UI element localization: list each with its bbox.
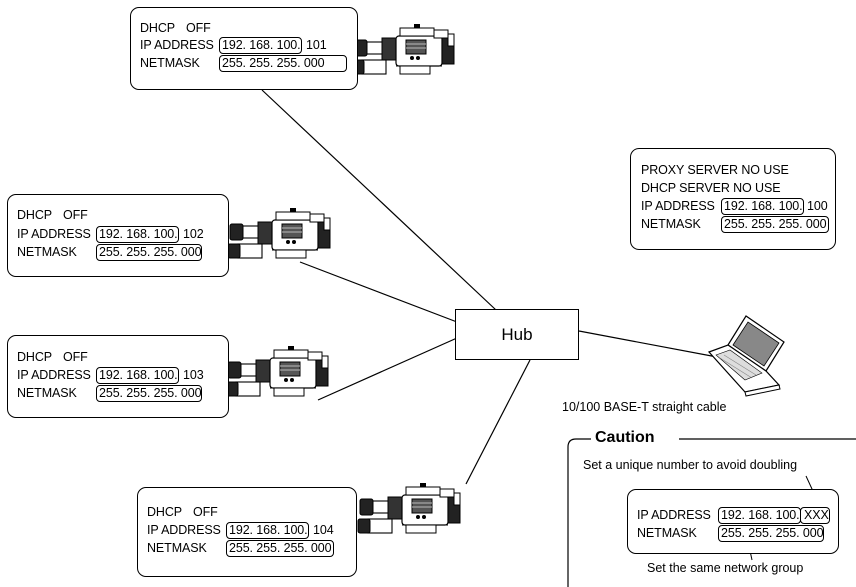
netmask-value: 255. 255. 255. 000: [222, 56, 325, 70]
ip-label: IP ADDRESS: [637, 508, 711, 522]
netmask-label: NETMASK: [147, 541, 207, 555]
camera-4-drawing: [357, 482, 461, 534]
netmask-box: [96, 244, 202, 261]
netmask-label: NETMASK: [17, 245, 77, 259]
netmask-value: 255. 255. 255. 000: [99, 245, 202, 259]
ip-label: IP ADDRESS: [641, 199, 715, 213]
ip-prefix: 192. 168. 100.: [229, 523, 308, 537]
ip-address-box: [96, 367, 179, 384]
camera-1-drawing: [351, 23, 455, 75]
ip-label: IP ADDRESS: [140, 38, 214, 52]
dhcp-value: OFF: [63, 208, 88, 222]
camera-2-settings: DHCP OFF IP ADDRESS 192. 168. 100. 102 N…: [7, 194, 229, 277]
ip-prefix: 192. 168. 100.: [724, 199, 803, 213]
laptop-drawing: [707, 315, 785, 397]
netmask-label: NETMASK: [17, 386, 77, 400]
unique-number-note: Set a unique number to avoid doubling: [583, 458, 798, 472]
pc-settings: PROXY SERVER NO USE DHCP SERVER NO USE I…: [630, 148, 836, 250]
netmask-box: [226, 540, 334, 557]
dhcp-label: DHCP: [17, 350, 53, 364]
ip-label: IP ADDRESS: [17, 227, 91, 241]
ip-address-box: [226, 522, 309, 539]
ip-suffix: 102: [183, 227, 204, 241]
ip-address-box: [219, 37, 302, 54]
netmask-label: NETMASK: [637, 526, 697, 540]
hub-label: Hub: [501, 324, 533, 344]
netmask-label: NETMASK: [140, 56, 200, 70]
ip-suffix: 101: [306, 38, 327, 52]
dhcp-label: DHCP: [17, 208, 53, 222]
dhcp-label: DHCP: [140, 21, 176, 35]
cable-camera-3: [317, 337, 458, 401]
dhcp-value: OFF: [186, 21, 211, 35]
camera-3-drawing: [225, 345, 329, 397]
netmask-value: 255. 255. 255. 000: [724, 217, 827, 231]
caution-title: Caution: [591, 429, 659, 447]
ip-suffix: 100: [807, 199, 828, 213]
camera-3-settings: DHCP OFF IP ADDRESS 192. 168. 100. 103 N…: [7, 335, 229, 418]
netmask-label: NETMASK: [641, 217, 701, 231]
ip-address-box: [721, 198, 804, 215]
dhcp-label: DHCP: [147, 505, 183, 519]
ip-suffix: 104: [313, 523, 334, 537]
camera-1-settings: DHCP OFF IP ADDRESS 192. 168. 100. 101 N…: [130, 7, 358, 90]
netmask-box: [721, 216, 829, 233]
cable-camera-1: [261, 89, 497, 311]
cable-caption: 10/100 BASE-T straight cable: [562, 400, 727, 414]
ip-address-box: [96, 226, 179, 243]
dhcp-value: OFF: [193, 505, 218, 519]
camera-4-settings: DHCP OFF IP ADDRESS 192. 168. 100. 104 N…: [137, 487, 357, 577]
ip-prefix: 192. 168. 100.: [222, 38, 301, 52]
caution-frame: [567, 438, 593, 587]
hub-box: Hub: [455, 309, 579, 360]
netmask-box: [219, 55, 347, 72]
ip-prefix: 192. 168. 100.: [99, 368, 178, 382]
cable-camera-4: [465, 359, 531, 485]
cable-laptop: [578, 330, 718, 358]
ip-suffix-box: [800, 507, 830, 524]
cable-camera-2: [299, 261, 458, 323]
same-network-note: Set the same network group: [647, 561, 804, 575]
netmask-value: 255. 255. 255. 000: [229, 541, 332, 555]
netmask-box: [718, 525, 824, 542]
ip-suffix: XXX: [804, 508, 829, 522]
netmask-value: 255. 255. 255. 000: [99, 386, 202, 400]
ip-prefix: 192. 168. 100.: [721, 508, 800, 522]
ip-label: IP ADDRESS: [17, 368, 91, 382]
dhcp-value: OFF: [63, 350, 88, 364]
ip-prefix: 192. 168. 100.: [99, 227, 178, 241]
ip-label: IP ADDRESS: [147, 523, 221, 537]
netmask-value: 255. 255. 255. 000: [721, 526, 824, 540]
proxy-server-setting: PROXY SERVER NO USE: [641, 163, 789, 177]
ip-suffix: 103: [183, 368, 204, 382]
dhcp-server-setting: DHCP SERVER NO USE: [641, 181, 781, 195]
caution-settings: IP ADDRESS 192. 168. 100. XXX NETMASK 25…: [627, 489, 839, 554]
netmask-box: [96, 385, 202, 402]
camera-2-drawing: [227, 207, 331, 259]
